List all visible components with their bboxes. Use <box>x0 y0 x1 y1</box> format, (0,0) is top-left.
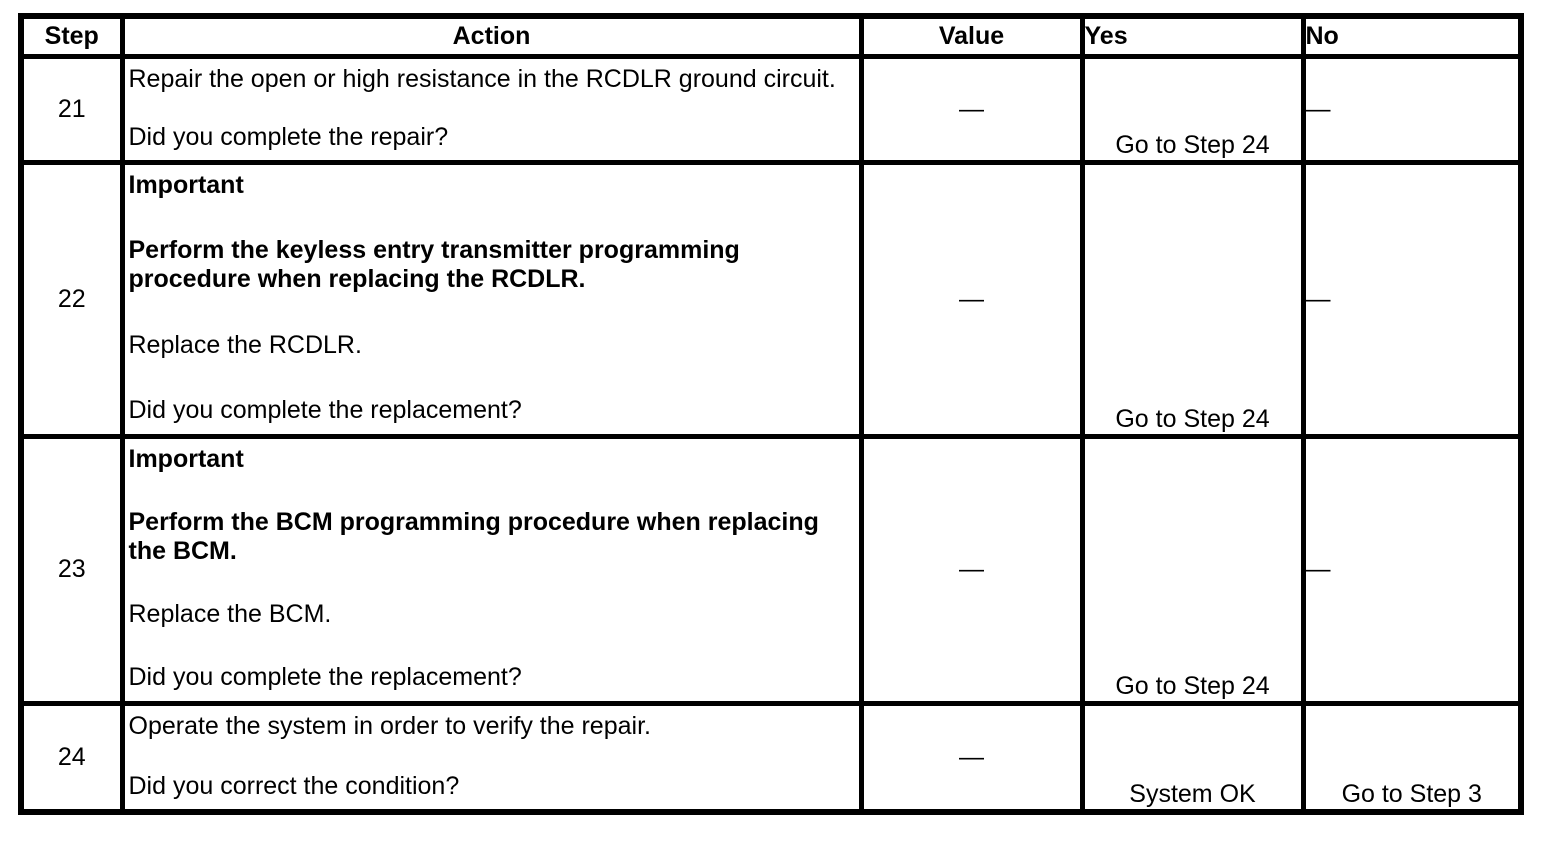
step-number: 23 <box>18 433 125 706</box>
yes-cell: Go to Step 24 <box>1079 53 1306 165</box>
action-paragraph: Replace the BCM. <box>128 600 332 629</box>
action-question: Did you complete the replacement? <box>128 663 522 692</box>
action-content: Repair the open or high resistance in th… <box>125 59 859 160</box>
header-action: Action <box>119 13 864 59</box>
action-question: Did you complete the replacement? <box>128 396 522 425</box>
yes-cell: Go to Step 24 <box>1079 433 1306 706</box>
action-paragraph: Repair the open or high resistance in th… <box>128 64 836 93</box>
action-important-label: Important <box>128 170 244 199</box>
header-row: Step Action Value Yes No <box>18 13 1524 59</box>
value-cell: — <box>858 159 1085 439</box>
action-cell: Important Perform the BCM programming pr… <box>119 433 864 706</box>
action-question: Did you correct the condition? <box>128 771 460 800</box>
no-cell: — <box>1300 433 1524 706</box>
header-value: Value <box>858 13 1085 59</box>
value-cell: — <box>858 53 1085 165</box>
action-paragraph: Operate the system in order to verify th… <box>128 711 651 740</box>
action-cell: Important Perform the keyless entry tran… <box>119 159 864 439</box>
yes-cell: System OK <box>1079 700 1306 814</box>
action-important-text: Perform the BCM programming procedure wh… <box>128 507 819 565</box>
header-step: Step <box>18 13 125 59</box>
step-number: 21 <box>18 53 125 165</box>
value-cell: — <box>858 700 1085 814</box>
table-row-step-24: 24 Operate the system in order to verify… <box>18 700 1524 814</box>
action-question: Did you complete the repair? <box>128 122 449 151</box>
step-number: 24 <box>18 700 125 814</box>
yes-cell: Go to Step 24 <box>1079 159 1306 439</box>
table-row-step-22: 22 Important Perform the keyless entry t… <box>18 159 1524 439</box>
action-cell: Operate the system in order to verify th… <box>119 700 864 814</box>
action-important-label: Important <box>128 444 244 473</box>
table-row-step-23: 23 Important Perform the BCM programming… <box>18 433 1524 706</box>
no-cell: Go to Step 3 <box>1300 700 1524 814</box>
no-cell: — <box>1300 53 1524 165</box>
header-yes: Yes <box>1079 13 1306 59</box>
action-important-text: Perform the keyless entry transmitter pr… <box>128 236 740 294</box>
action-content: Important Perform the keyless entry tran… <box>125 165 859 434</box>
step-number: 22 <box>18 159 125 439</box>
action-content: Operate the system in order to verify th… <box>125 706 859 809</box>
action-cell: Repair the open or high resistance in th… <box>119 53 864 165</box>
action-content: Important Perform the BCM programming pr… <box>125 439 859 701</box>
table-row-step-21: 21 Repair the open or high resistance in… <box>18 53 1524 165</box>
no-cell: — <box>1300 159 1524 439</box>
value-cell: — <box>858 433 1085 706</box>
action-paragraph: Replace the RCDLR. <box>128 330 362 359</box>
diagnostic-table: Step Action Value Yes No 21 Repair the o… <box>18 13 1524 815</box>
header-no: No <box>1300 13 1524 59</box>
